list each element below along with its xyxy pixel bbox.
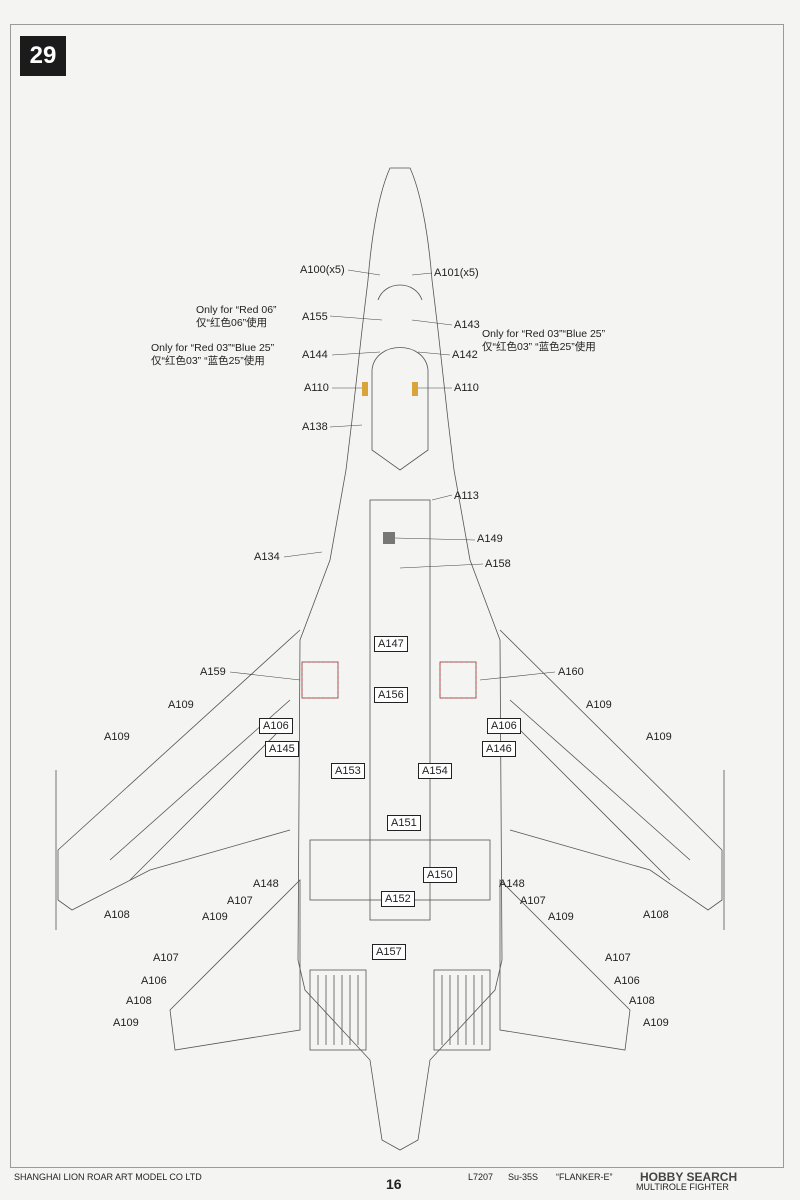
label-a106-stab-left: A106	[141, 975, 167, 987]
box-a147: A147	[374, 636, 408, 652]
label-a100: A100(x5)	[300, 264, 345, 276]
left-engine	[309, 969, 367, 1051]
footer-type: MULTIROLE FIGHTER	[636, 1182, 729, 1192]
box-a150: A150	[423, 867, 457, 883]
label-a159: A159	[200, 666, 226, 678]
box-a146: A146	[482, 741, 516, 757]
label-a138: A138	[302, 421, 328, 433]
footer-nickname: “FLANKER-E”	[556, 1172, 613, 1182]
box-a152: A152	[381, 891, 415, 907]
label-a160: A160	[558, 666, 584, 678]
label-a109-tip-right: A109	[646, 731, 672, 743]
label-a148-right: A148	[499, 878, 525, 890]
label-a108-stab-right: A108	[629, 995, 655, 1007]
label-a109-stab-left: A109	[113, 1017, 139, 1029]
label-a109-bottom-right: A109	[548, 911, 574, 923]
label-a107-right: A107	[520, 895, 546, 907]
left-stabilizer	[169, 879, 301, 1051]
label-a106-stab-right: A106	[614, 975, 640, 987]
label-a109-wing-right: A109	[586, 699, 612, 711]
note-red03-right-cn: 仅“红色03” “蓝色25”使用	[482, 341, 596, 353]
box-a106-left: A106	[259, 718, 293, 734]
label-a143: A143	[454, 319, 480, 331]
footer-kit-code: L7207	[468, 1172, 494, 1182]
box-a154: A154	[418, 763, 452, 779]
box-a153: A153	[331, 763, 365, 779]
box-a156: A156	[374, 687, 408, 703]
label-a149: A149	[477, 533, 503, 545]
label-a109-wing-left: A109	[168, 699, 194, 711]
label-a113: A113	[454, 490, 479, 502]
label-a110-left: A110	[304, 382, 329, 394]
step-number: 29	[20, 36, 66, 76]
label-a108-right: A108	[643, 909, 669, 921]
a110-right-decal	[412, 382, 418, 396]
label-a142: A142	[452, 349, 478, 361]
label-a110-right: A110	[454, 382, 479, 394]
right-engine	[433, 969, 491, 1051]
box-a157: A157	[372, 944, 406, 960]
label-a109-bottom-left: A109	[202, 911, 228, 923]
note-red03-left: Only for “Red 03”“Blue 25” 仅“红色03” “蓝色25…	[151, 342, 274, 368]
note-red03-left-en: Only for “Red 03”“Blue 25”	[151, 342, 275, 354]
label-a109-tip-left: A109	[104, 731, 130, 743]
footer-company: SHANGHAI LION ROAR ART MODEL CO LTD	[14, 1172, 202, 1182]
label-a144: A144	[302, 349, 328, 361]
fuselage-outline	[297, 167, 503, 1151]
note-red06-cn: 仅“红色06”使用	[196, 317, 268, 329]
right-wing	[499, 629, 723, 911]
label-a155: A155	[302, 311, 328, 323]
label-a158: A158	[485, 558, 511, 570]
page-number: 16	[386, 1176, 402, 1192]
watermark: HOBBY SEARCH	[640, 1170, 738, 1184]
box-a106-right: A106	[487, 718, 521, 734]
label-a101: A101(x5)	[434, 267, 479, 279]
note-red06-en: Only for “Red 06”	[196, 304, 277, 316]
box-a145: A145	[265, 741, 299, 757]
note-red06: Only for “Red 06” 仅“红色06”使用	[196, 304, 277, 330]
note-red03-left-cn: 仅“红色03” “蓝色25”使用	[151, 355, 265, 367]
note-red03-right: Only for “Red 03”“Blue 25” 仅“红色03” “蓝色25…	[482, 328, 605, 354]
a110-left-decal	[362, 382, 368, 396]
page-frame	[10, 24, 784, 1168]
label-a109-stab-right: A109	[643, 1017, 669, 1029]
canopy	[371, 347, 429, 471]
footer-model: Su-35S	[508, 1172, 539, 1182]
note-red03-right-en: Only for “Red 03”“Blue 25”	[482, 328, 606, 340]
box-a151: A151	[387, 815, 421, 831]
label-a108-left: A108	[104, 909, 130, 921]
label-a148-left: A148	[253, 878, 279, 890]
label-a108-stab-left: A108	[126, 995, 152, 1007]
a149-decal	[383, 532, 395, 544]
label-a134: A134	[254, 551, 280, 563]
label-a107-left: A107	[227, 895, 253, 907]
right-stabilizer	[499, 879, 631, 1051]
label-a107-stab-right: A107	[605, 952, 631, 964]
label-a107-stab-left: A107	[153, 952, 179, 964]
left-wing	[57, 629, 301, 911]
